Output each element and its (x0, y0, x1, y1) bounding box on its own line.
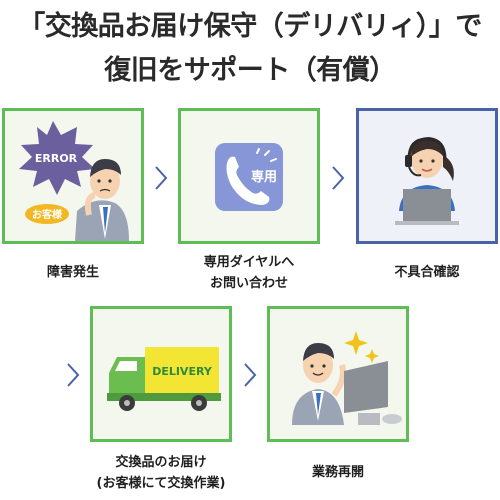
step-check-label: 不具合確認 (394, 265, 460, 280)
step-phone-label-line2: お問い合わせ (209, 276, 288, 291)
delivery-truck-illustration: DELIVERY (107, 347, 221, 411)
step-delivery-box: DELIVERY (90, 306, 232, 442)
step-resume-label: 業務再開 (311, 465, 364, 480)
monitor-icon (344, 361, 388, 413)
truck-cargo-icon (145, 347, 219, 393)
laptop-icon (403, 189, 451, 221)
support-operator-illustration (395, 137, 459, 225)
step-phone-label: 専用ダイヤルへ お問い合わせ (164, 252, 334, 294)
phone-dial-illustration: 専用 (215, 143, 283, 211)
diagram-title-line1: 「交換品お届け保守（デリバリィ）」で (18, 11, 482, 42)
step-resume-box (267, 306, 409, 442)
step-check-box (356, 108, 498, 244)
step-error-label: 障害発生 (46, 265, 99, 280)
flow-arrow-3-icon (67, 363, 80, 387)
step-delivery-label-line1: 交換品のお届け (115, 455, 207, 470)
flow-arrow-4-icon (244, 363, 257, 387)
business-resume-illustration (292, 331, 402, 425)
error-burst-icon (19, 121, 95, 195)
step-delivery-label: 交換品のお届け (お客様にて交換作業) (76, 452, 246, 494)
step-phone-box: 専用 (178, 108, 320, 244)
phone-text: 専用 (251, 169, 277, 185)
step-phone-label-line1: 専用ダイヤルへ (203, 255, 295, 270)
sparkle-icon (344, 331, 379, 363)
flow-arrow-2-icon (332, 166, 345, 190)
error-text: ERROR (35, 152, 78, 165)
diagram-title-line2: 復旧をサポート（有償） (104, 55, 396, 86)
truck-text: DELIVERY (152, 365, 213, 378)
customer-badge-icon (25, 204, 69, 224)
error-person-illustration: ERROR お客様 (19, 121, 129, 241)
flow-arrow-1-icon (155, 166, 168, 190)
step-error-box: ERROR お客様 (2, 108, 144, 244)
customer-badge-text: お客様 (32, 208, 63, 221)
step-delivery-label-line2: (お客様にて交換作業) (96, 476, 226, 491)
phone-handset-icon (226, 156, 270, 205)
